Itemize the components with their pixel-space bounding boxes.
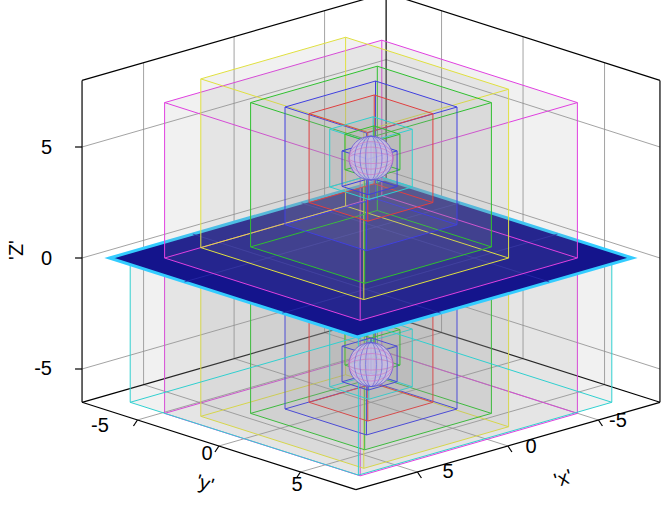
box-edge — [397, 151, 398, 187]
sphere-mesh — [349, 153, 393, 164]
sphere-mesh — [355, 343, 388, 387]
box-edge — [285, 225, 367, 251]
box-edge — [330, 117, 373, 129]
box-edge — [368, 203, 433, 222]
sphere — [349, 343, 393, 387]
refinement-box — [330, 117, 413, 200]
sphere-mesh — [349, 359, 393, 370]
tick-label: 0 — [41, 248, 52, 268]
box-edge — [345, 126, 374, 134]
sphere-body — [349, 136, 393, 180]
tick-label: 5 — [442, 461, 453, 481]
refinement-box — [309, 95, 433, 221]
sphere-mesh — [355, 136, 388, 180]
frame-edge — [81, 80, 82, 402]
axis-title: 'x' — [552, 466, 575, 490]
refinement-box — [201, 37, 509, 299]
refinement-box — [285, 81, 457, 251]
frame-edge — [659, 80, 660, 402]
tick-label: 0 — [201, 443, 212, 463]
box-edge — [611, 258, 612, 402]
axis-box — [75, 0, 660, 490]
box-edge — [374, 95, 433, 114]
tick-mark — [133, 420, 137, 426]
axis-title: 'y' — [194, 471, 217, 495]
box-edge — [251, 247, 365, 283]
box-edge — [329, 129, 330, 187]
sphere — [349, 136, 393, 180]
upper-refinement — [165, 37, 578, 320]
box-edge — [365, 247, 492, 283]
box-edge — [384, 330, 612, 403]
box-edge — [491, 103, 492, 247]
box-edge — [412, 129, 413, 187]
tick-mark — [215, 446, 219, 452]
tick-mark — [417, 472, 421, 478]
tick-mark — [75, 257, 82, 258]
box-edge — [250, 103, 251, 247]
box-edge — [130, 330, 383, 403]
sphere-mesh — [366, 343, 377, 387]
tick-mark — [508, 446, 512, 452]
tick-label: 5 — [41, 137, 52, 157]
box-edge — [399, 134, 400, 170]
tick-label: -5 — [34, 358, 52, 378]
box-edge — [368, 186, 397, 194]
box-edge — [130, 402, 358, 475]
axis-title: 'Z' — [6, 240, 26, 260]
box-edge — [508, 89, 509, 258]
box-edge — [374, 126, 400, 134]
tick-mark — [75, 368, 82, 369]
box-edge — [285, 107, 286, 225]
sphere-body — [349, 343, 393, 387]
box-edge — [130, 258, 131, 402]
refinement-box — [251, 66, 492, 283]
box-edge — [342, 186, 368, 194]
tick-label: 5 — [291, 474, 302, 494]
tick-mark — [598, 420, 602, 426]
tick-label: 0 — [525, 436, 536, 456]
box-edge — [577, 103, 578, 258]
box-edge — [164, 103, 165, 258]
tick-label: -5 — [609, 410, 627, 430]
box-edge — [457, 107, 458, 225]
box-edge — [342, 151, 343, 187]
sphere-mesh — [349, 348, 393, 381]
box-edge — [358, 402, 611, 475]
box-edge — [201, 37, 346, 79]
tick-mark — [75, 146, 82, 147]
box-edge — [432, 114, 433, 203]
tick-label: -5 — [91, 415, 109, 435]
box-edge — [309, 95, 374, 114]
box-edge — [367, 225, 458, 251]
box-edge — [309, 203, 368, 222]
sphere-mesh — [349, 142, 393, 175]
box-edge — [200, 79, 201, 248]
sphere-mesh — [366, 136, 377, 180]
box-edge — [309, 114, 310, 203]
